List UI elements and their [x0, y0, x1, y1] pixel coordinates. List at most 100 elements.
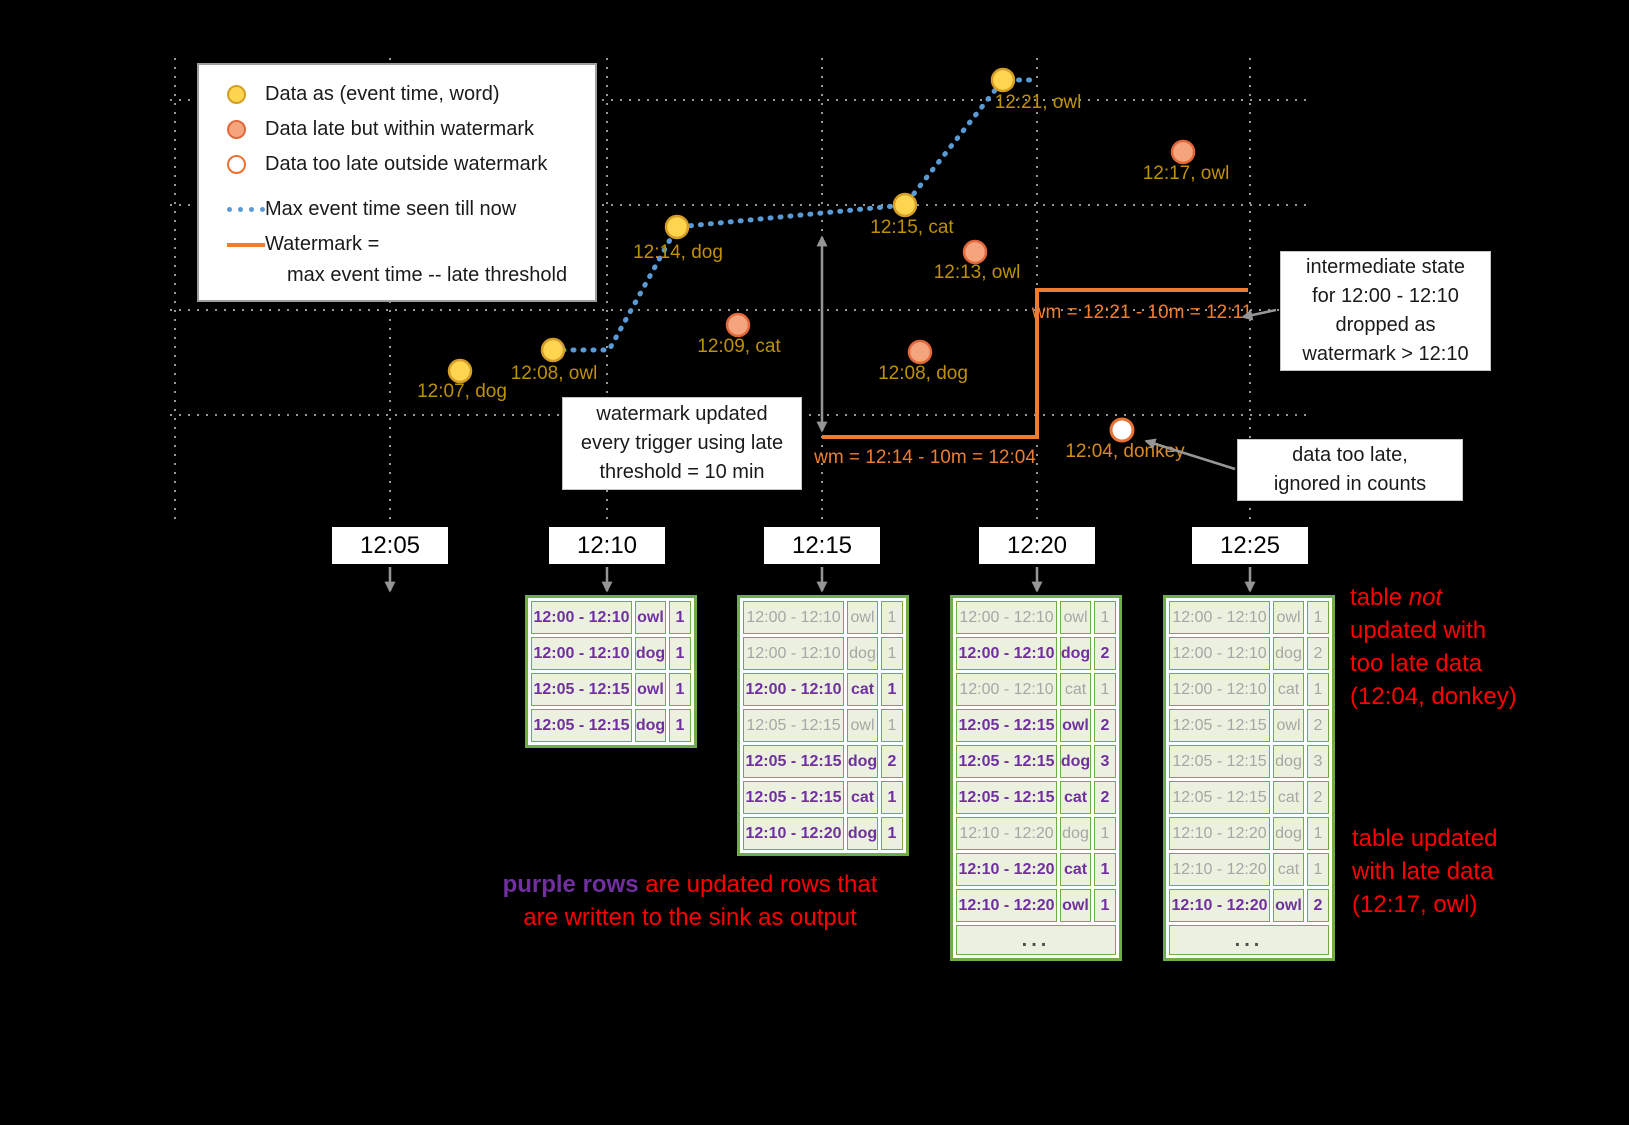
note-line: (12:04, donkey) — [1350, 683, 1517, 710]
word-cell: owl — [847, 601, 878, 634]
data-point-ontime — [990, 67, 1016, 93]
note-line: table not — [1350, 581, 1565, 614]
annotation-arrows — [384, 235, 1277, 593]
word-cell: cat — [847, 781, 878, 814]
watermark-line-icon — [219, 242, 265, 247]
window-cell: 12:10 - 12:20 — [1169, 817, 1270, 850]
count-cell: 2 — [1094, 709, 1116, 742]
legend-label: Data as (event time, word) — [265, 83, 500, 105]
window-cell: 12:00 - 12:10 — [1169, 601, 1270, 634]
purple-rows-highlight: purple rows — [502, 871, 639, 898]
count-cell: 1 — [669, 637, 691, 670]
data-point-label: 12:09, cat — [697, 336, 781, 357]
word-cell: owl — [1273, 889, 1304, 922]
watermark-value-label: wm = 12:21 - 10m = 12:11 — [1031, 302, 1252, 323]
window-cell: 12:10 - 12:20 — [1169, 853, 1270, 886]
legend-sublabel: max event time -- late threshold — [287, 264, 568, 286]
data-point-label: 12:14, dog — [633, 242, 723, 263]
legend-label: Max event time seen till now — [265, 198, 517, 220]
callout-line: threshold = 10 min — [599, 461, 765, 483]
ellipsis-row: ... — [1169, 925, 1329, 955]
data-points — [447, 67, 1196, 443]
count-cell: 1 — [1094, 817, 1116, 850]
word-cell: cat — [1060, 853, 1091, 886]
count-cell: 1 — [881, 637, 903, 670]
note-table-not-updated: table not updated with too late data (12… — [1350, 581, 1565, 713]
window-cell: 12:10 - 12:20 — [1169, 889, 1270, 922]
data-point-ontime — [892, 192, 918, 218]
count-cell: 1 — [881, 673, 903, 706]
trigger-time-box-3: 12:15 — [764, 527, 880, 564]
window-cell: 12:05 - 12:15 — [1169, 781, 1270, 814]
count-cell: 1 — [881, 817, 903, 850]
count-cell: 1 — [1307, 673, 1329, 706]
window-cell: 12:05 - 12:15 — [743, 781, 844, 814]
word-cell: dog — [847, 745, 878, 778]
legend-item: Data too late outside watermark — [219, 147, 585, 182]
data-point-late — [962, 239, 988, 265]
data-point-toolate — [1109, 417, 1135, 443]
word-cell: dog — [1273, 817, 1304, 850]
word-cell: cat — [1273, 781, 1304, 814]
data-point-ontime — [447, 358, 473, 384]
window-cell: 12:00 - 12:10 — [531, 601, 632, 634]
count-cell: 1 — [1307, 817, 1329, 850]
note-text: table — [1350, 584, 1409, 611]
word-cell: dog — [1060, 745, 1091, 778]
trigger-time-box-5: 12:25 — [1192, 527, 1308, 564]
window-cell: 12:00 - 12:10 — [956, 673, 1057, 706]
note-line: purple rows are updated rows that — [455, 868, 925, 901]
word-cell: dog — [1273, 745, 1304, 778]
legend-item: Max event time seen till now — [219, 192, 585, 227]
ellipsis-row: ... — [956, 925, 1116, 955]
callout-line: data too late, — [1292, 444, 1408, 466]
legend-label: Data late but within watermark — [265, 118, 535, 140]
word-cell: owl — [1060, 709, 1091, 742]
note-text: are updated rows that — [638, 871, 878, 898]
count-cell: 1 — [669, 709, 691, 742]
callout-line: ignored in counts — [1273, 473, 1427, 495]
legend-box: Data as (event time, word) Data late but … — [197, 63, 597, 302]
word-cell: dog — [1273, 637, 1304, 670]
window-cell: 12:05 - 12:15 — [531, 709, 632, 742]
word-cell: cat — [847, 673, 878, 706]
note-line: updated with — [1350, 617, 1487, 644]
data-point-label: 12:08, owl — [511, 363, 598, 384]
word-cell: dog — [847, 817, 878, 850]
data-point-label: 12:17, owl — [1143, 163, 1230, 184]
count-cell: 1 — [1094, 673, 1116, 706]
data-point-label: 12:07, dog — [417, 381, 507, 402]
callout-line: every trigger using late — [580, 432, 784, 454]
note-line: (12:17, owl) — [1352, 891, 1478, 918]
data-point-label: 12:08, dog — [878, 363, 968, 384]
window-cell: 12:00 - 12:10 — [1169, 673, 1270, 706]
word-cell: cat — [1060, 781, 1091, 814]
count-cell: 1 — [669, 673, 691, 706]
word-cell: owl — [847, 709, 878, 742]
word-cell: dog — [635, 709, 666, 742]
count-cell: 3 — [1094, 745, 1116, 778]
legend-item: Data late but within watermark — [219, 112, 585, 147]
count-cell: 2 — [1307, 889, 1329, 922]
count-cell: 1 — [1094, 853, 1116, 886]
callout-data-too-late: data too late, ignored in counts — [1237, 439, 1463, 501]
window-cell: 12:05 - 12:15 — [743, 745, 844, 778]
callout-line: watermark updated — [596, 403, 768, 425]
note-line: are written to the sink as output — [523, 904, 857, 931]
window-cell: 12:05 - 12:15 — [1169, 709, 1270, 742]
word-cell: owl — [635, 601, 666, 634]
window-cell: 12:00 - 12:10 — [531, 637, 632, 670]
